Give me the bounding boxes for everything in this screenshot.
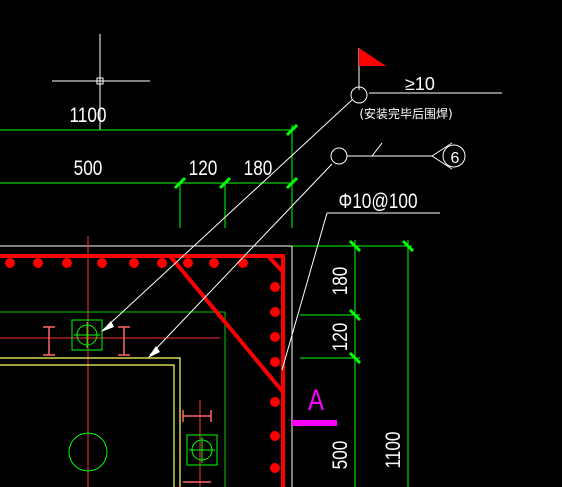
detail-ref-number: 6: [451, 150, 460, 167]
weld-symbol-icon: [371, 142, 466, 170]
column-concrete-outline: [0, 245, 293, 487]
dim-right-500: 500: [330, 441, 353, 470]
dim-right-180: 180: [330, 267, 353, 296]
weld-length-note: ≥10: [405, 74, 435, 94]
section-label: A: [308, 382, 325, 416]
rebar-bars: [5, 258, 280, 473]
dim-right-total: 1100: [383, 431, 406, 468]
dim-right-120: 120: [330, 323, 353, 352]
leader-lines: [102, 92, 502, 371]
dim-top-120: 120: [189, 158, 218, 181]
rebar-spec-note: Φ10@100: [338, 191, 417, 214]
weld-field-circle: [330, 147, 348, 165]
dim-top-180: 180: [244, 158, 273, 181]
bolt-plate-right: [186, 434, 218, 466]
weld-site-circle: [350, 86, 368, 104]
top-dimension-lines: [0, 125, 293, 228]
anchor-circle: [68, 432, 108, 472]
stiffener-plates: [43, 326, 212, 483]
inner-frame: [0, 311, 226, 487]
right-dimension-lines: [292, 240, 412, 487]
steel-column-section: [0, 357, 181, 487]
right-dimension-ticks: [348, 239, 415, 365]
axis-lines: [0, 236, 220, 487]
section-cut-bar: [292, 420, 337, 426]
crosshair-cursor-icon: [52, 34, 150, 130]
leader-arrows: [101, 321, 160, 358]
dim-top-total: 1100: [69, 105, 106, 128]
bolt-plate-top: [71, 319, 103, 351]
rebar-lines: [0, 254, 285, 487]
flag-icon: [358, 48, 386, 90]
top-dimension-ticks: [173, 123, 299, 190]
weld-installation-note: (安装完毕后围焊): [359, 106, 452, 121]
dim-top-500: 500: [74, 158, 103, 181]
